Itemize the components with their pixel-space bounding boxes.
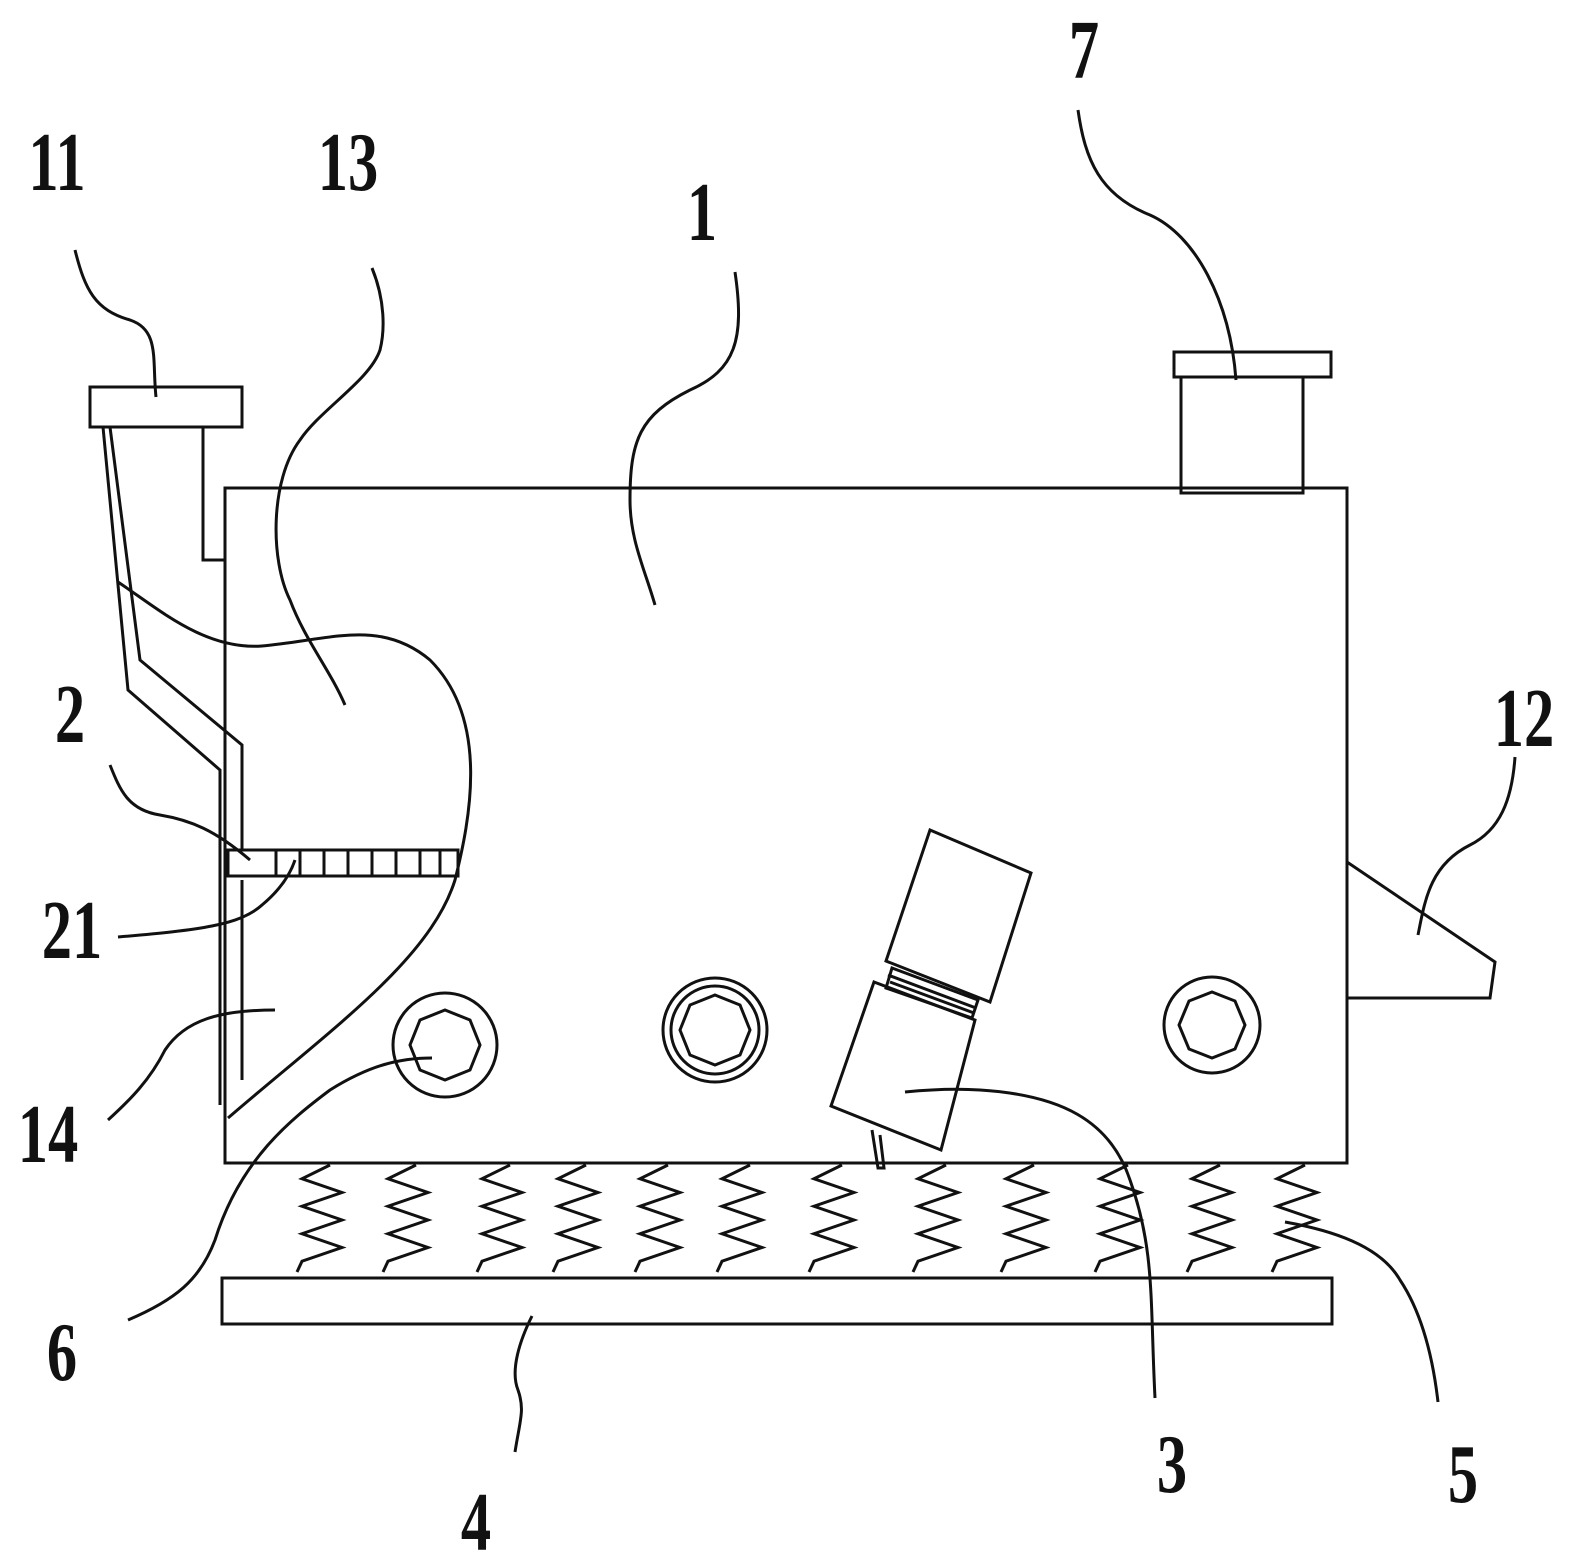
label-11: 11: [28, 115, 85, 208]
leader-lines: [73, 109, 1517, 1453]
label-21: 21: [42, 883, 102, 976]
spring: [1270, 1163, 1322, 1273]
top-port-cap: [1172, 350, 1333, 495]
feed-pipe: [88, 385, 244, 1105]
reference-numerals: 1 7 11 13 2 21 14 6 4 3 5 12: [18, 3, 1554, 1568]
spring: [999, 1163, 1051, 1273]
label-13: 13: [318, 115, 378, 208]
label-2: 2: [55, 667, 85, 760]
spring: [295, 1163, 347, 1273]
label-3: 3: [1157, 1417, 1187, 1510]
spring: [381, 1163, 433, 1273]
discharge-chute: [1346, 860, 1497, 1000]
screen-plate: [226, 848, 460, 878]
spring: [715, 1163, 767, 1273]
vibration-motor: [829, 827, 1033, 1170]
label-4: 4: [461, 1475, 491, 1568]
spring: [633, 1163, 685, 1273]
spring: [807, 1163, 859, 1273]
label-7: 7: [1069, 3, 1099, 96]
label-12: 12: [1494, 671, 1554, 764]
base-plate: [220, 1276, 1334, 1326]
label-1: 1: [687, 165, 717, 258]
spring-row: [295, 1163, 1322, 1273]
label-14: 14: [18, 1087, 78, 1180]
spring: [1093, 1163, 1145, 1273]
main-box-body: [223, 486, 1349, 1165]
label-5: 5: [1448, 1427, 1478, 1520]
spring: [1185, 1163, 1237, 1273]
spring: [475, 1163, 527, 1273]
guide-chamber: [117, 580, 473, 1120]
bolt-holes: [391, 975, 1262, 1099]
spring: [911, 1163, 963, 1273]
spring: [551, 1163, 603, 1273]
label-6: 6: [47, 1305, 77, 1398]
